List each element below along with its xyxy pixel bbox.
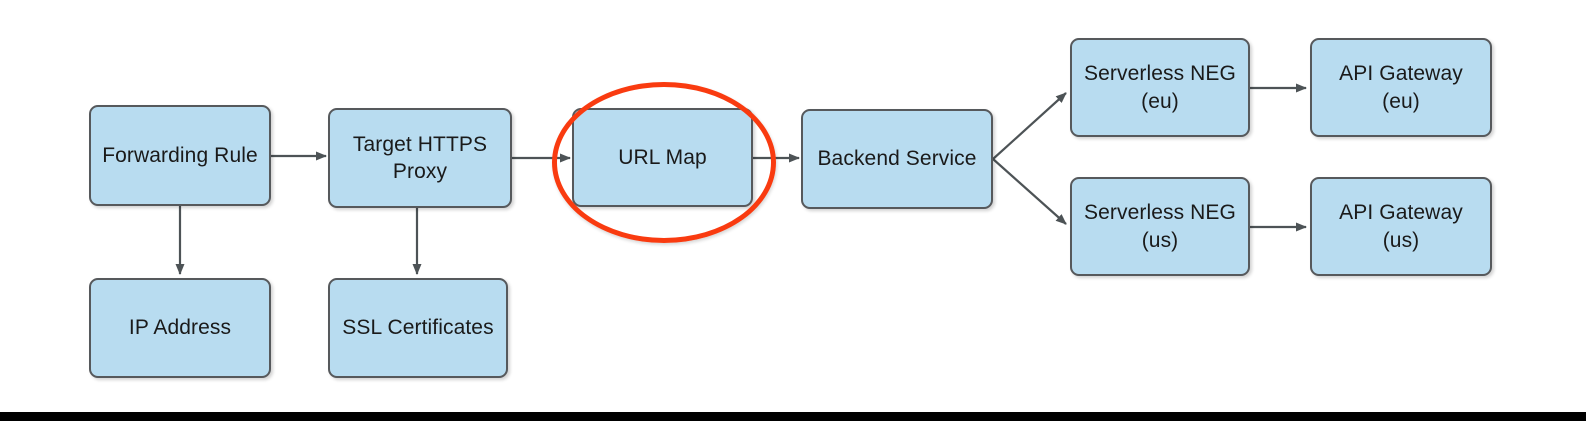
node-target-https-proxy[interactable]: Target HTTPS Proxy (328, 108, 512, 208)
node-label: SSL Certificates (342, 316, 494, 340)
bottom-bar (0, 412, 1586, 421)
node-label: API Gateway (us) (1339, 201, 1463, 252)
node-api-gateway-eu[interactable]: API Gateway (eu) (1310, 38, 1492, 137)
node-api-gateway-us[interactable]: API Gateway (us) (1310, 177, 1492, 276)
node-forwarding-rule[interactable]: Forwarding Rule (89, 105, 271, 206)
node-backend-service[interactable]: Backend Service (801, 109, 993, 209)
node-label: Forwarding Rule (102, 143, 258, 167)
node-ip-address[interactable]: IP Address (89, 278, 271, 378)
node-url-map[interactable]: URL Map (572, 108, 753, 207)
node-serverless-neg-us[interactable]: Serverless NEG (us) (1070, 177, 1250, 276)
node-label: IP Address (128, 316, 232, 340)
node-label: Serverless NEG (us) (1084, 201, 1236, 252)
node-label: API Gateway (eu) (1339, 62, 1463, 113)
edge-backend-service-to-serverless-neg-eu (992, 92, 1067, 160)
node-label: URL Map (618, 145, 707, 169)
node-label: Target HTTPS Proxy (352, 132, 488, 183)
node-label: Serverless NEG (eu) (1084, 62, 1236, 113)
node-serverless-neg-eu[interactable]: Serverless NEG (eu) (1070, 38, 1250, 137)
edge-backend-service-to-serverless-neg-us (992, 158, 1067, 225)
node-ssl-certificates[interactable]: SSL Certificates (328, 278, 508, 378)
node-label: Backend Service (817, 147, 977, 171)
